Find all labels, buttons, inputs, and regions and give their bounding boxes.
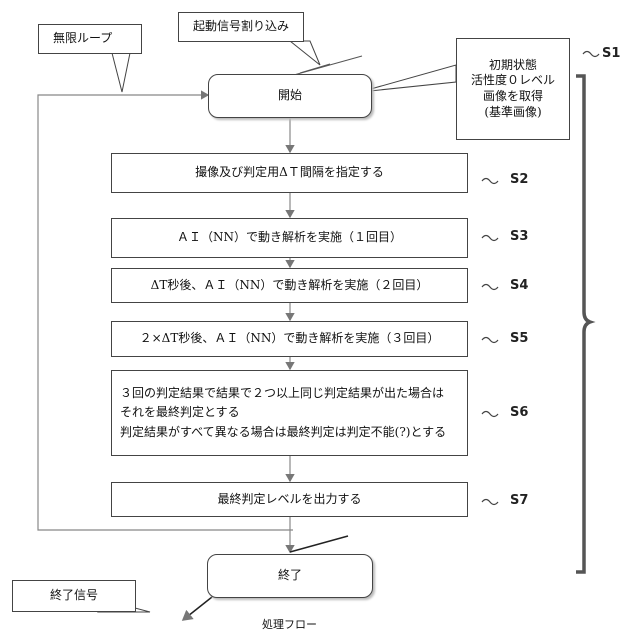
- step-s6-line: それを最終判定とする: [120, 405, 240, 421]
- s1-initial-state-box: 初期状態 活性度０レベル 画像を取得 (基準画像): [456, 38, 570, 140]
- end-signal-callout: 終了信号: [12, 580, 136, 612]
- s1-line: 活性度０レベル: [471, 73, 555, 89]
- s1-line: (基準画像): [484, 105, 541, 121]
- step-label-s4: S4: [510, 278, 528, 293]
- step-s4-box: ΔT秒後、ＡＩ（NN）で動き解析を実施（２回目）: [111, 268, 468, 303]
- interrupt-callout-tail: [290, 41, 320, 65]
- step-label-s5: S5: [510, 331, 528, 346]
- step-s5-box: ２×ΔT秒後、ＡＩ（NN）で動き解析を実施（３回目）: [111, 321, 468, 357]
- start-label: 開始: [278, 88, 302, 104]
- step-s4-text: ΔT秒後、ＡＩ（NN）で動き解析を実施（２回目）: [151, 278, 429, 294]
- step-s2-text: 撮像及び判定用ΔＴ間隔を指定する: [195, 165, 384, 181]
- step-label-s3: S3: [510, 229, 528, 244]
- step-s2-box: 撮像及び判定用ΔＴ間隔を指定する: [111, 153, 468, 193]
- s1-callout-tail: [360, 65, 456, 92]
- step-s6-line: ３回の判定結果で結果で２つ以上同じ判定結果が出た場合は: [120, 386, 444, 402]
- s1-brace: [576, 76, 590, 572]
- step-label-s6: S6: [510, 405, 528, 420]
- step-s3-text: ＡＩ（NN）で動き解析を実施（１回目）: [177, 230, 402, 246]
- s1-line: 初期状態: [489, 58, 537, 74]
- step-s6-line: 判定結果がすべて異なる場合は最終判定は判定不能(?)とする: [120, 425, 446, 441]
- end-node: 終了: [207, 554, 373, 598]
- start-node: 開始: [208, 74, 372, 118]
- step-label-s1: S1: [602, 46, 620, 61]
- step-s7-box: 最終判定レベルを出力する: [111, 482, 468, 517]
- interrupt-label: 起動信号割り込み: [193, 19, 289, 35]
- s1-line: 画像を取得: [483, 89, 543, 105]
- step-s6-box: ３回の判定結果で結果で２つ以上同じ判定結果が出た場合は それを最終判定とする 判…: [111, 370, 468, 456]
- step-s3-box: ＡＩ（NN）で動き解析を実施（１回目）: [111, 218, 468, 258]
- infinite-loop-label: 無限ループ: [53, 31, 112, 47]
- step-label-s2: S2: [510, 172, 528, 187]
- loop-callout-tail: [112, 53, 130, 92]
- figure-caption: 処理フロー: [262, 616, 317, 632]
- infinite-loop-callout: 無限ループ: [38, 24, 142, 54]
- end-label: 終了: [278, 568, 302, 584]
- interrupt-callout: 起動信号割り込み: [178, 12, 304, 42]
- end-signal-arrow: [183, 597, 212, 620]
- step-s7-text: 最終判定レベルを出力する: [217, 492, 361, 508]
- end-trigger-line: [290, 536, 348, 552]
- step-s5-text: ２×ΔT秒後、ＡＩ（NN）で動き解析を実施（３回目）: [140, 331, 440, 347]
- step-label-s7: S7: [510, 493, 528, 508]
- end-signal-label: 終了信号: [50, 588, 98, 604]
